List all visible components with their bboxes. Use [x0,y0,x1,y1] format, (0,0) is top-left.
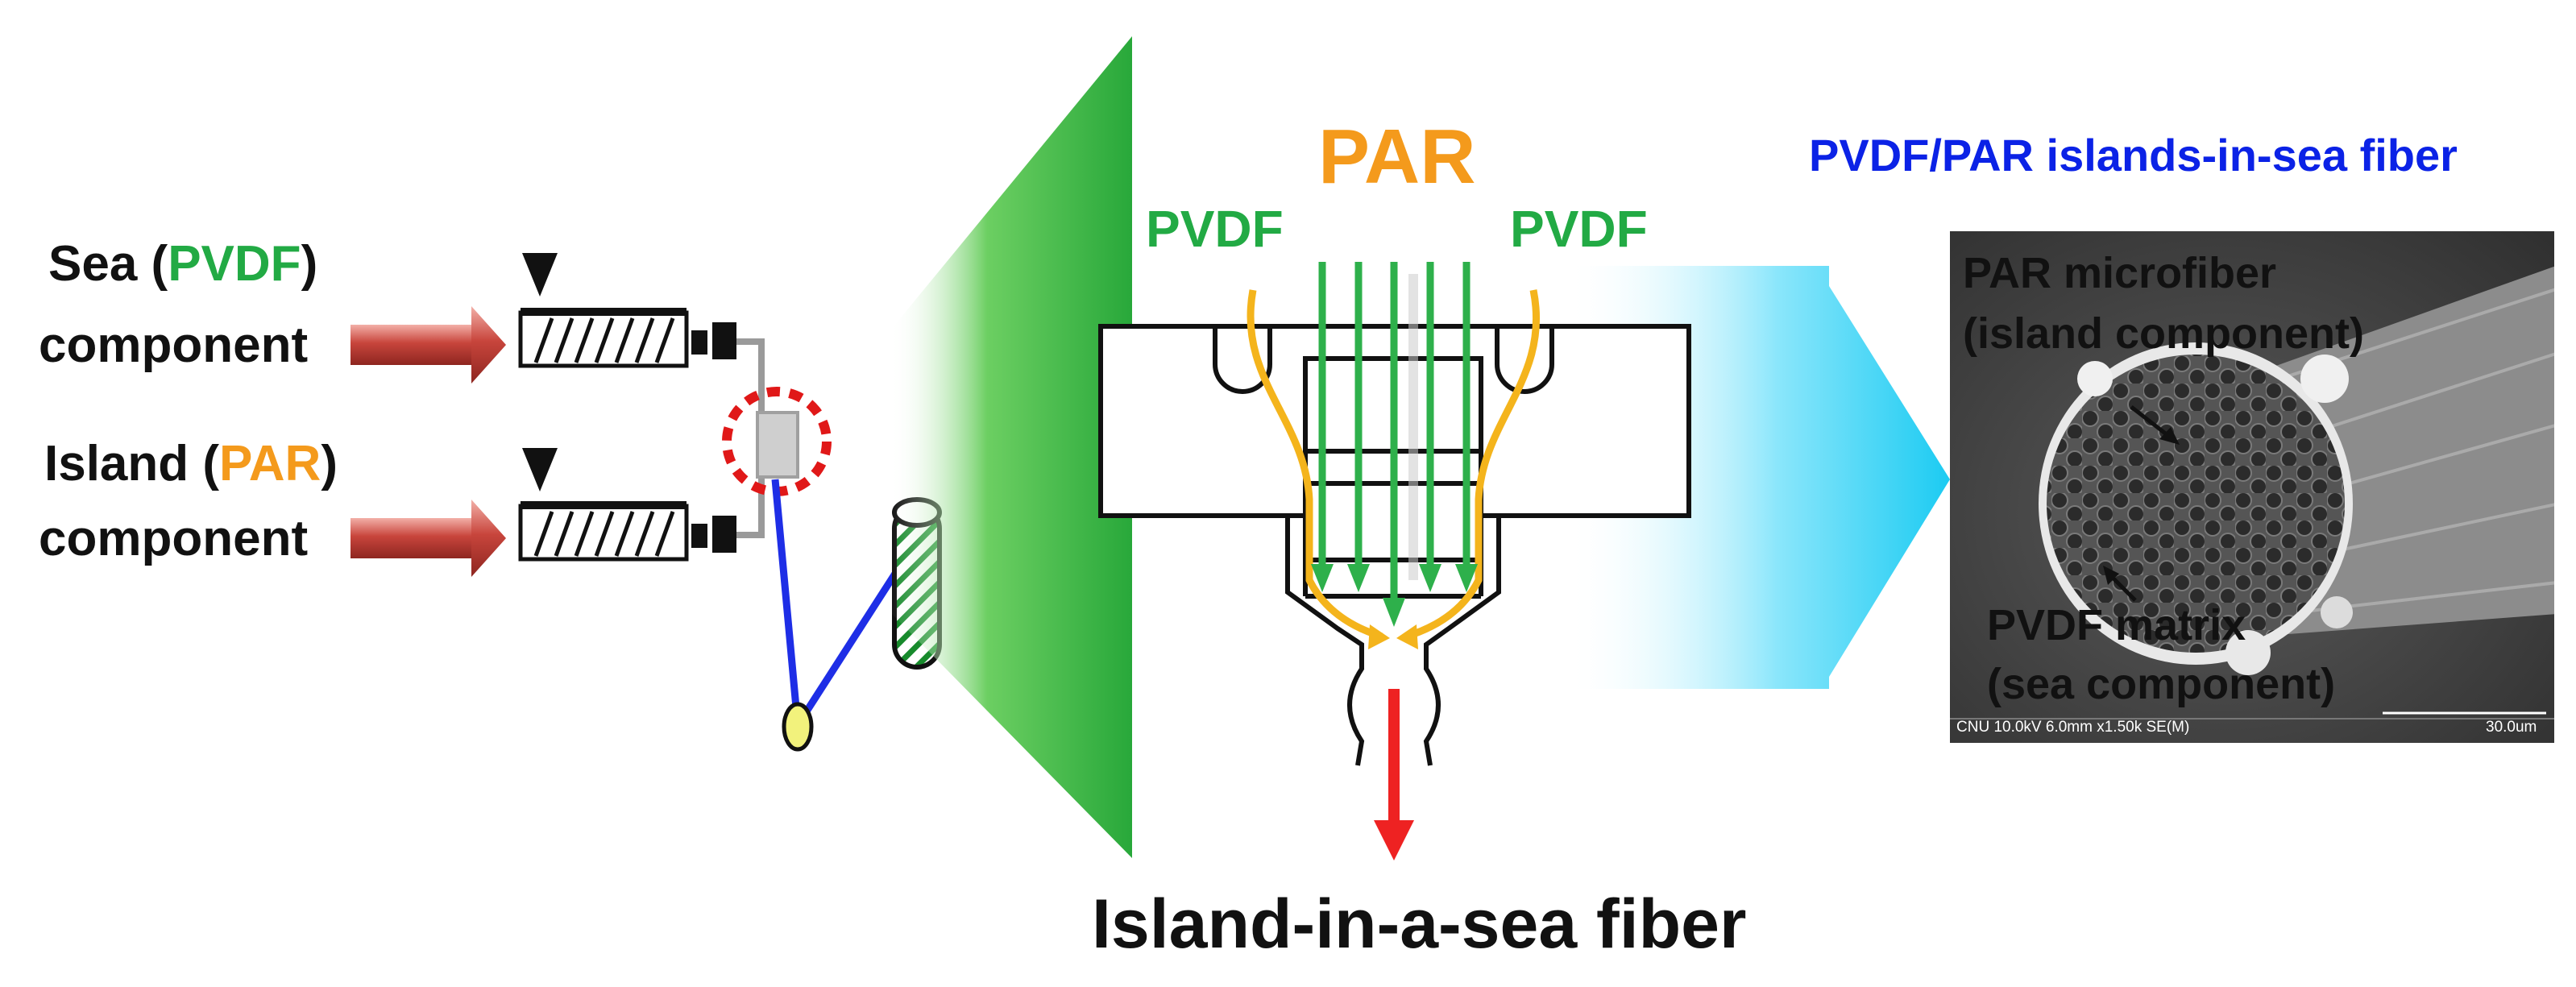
pvdf-flow-label-right: PVDF [1510,200,1648,258]
sem-island-label-line1: PAR microfiber [1963,249,2277,297]
sea-polymer-pvdf: PVDF [168,236,301,292]
extrudate-arrowhead [1374,820,1414,861]
spin-pack [756,411,799,479]
island-word: Island ( [44,436,220,491]
sea-flow-lines [1247,289,1541,641]
sem-scale-info: CNU 10.0kV 6.0mm x1.50k SE(M) [1956,719,2190,736]
sea-word: Sea ( [48,236,168,292]
fiber-path [771,479,910,736]
bottom-caption: Island-in-a-sea fiber [1092,885,1747,963]
feed-arrow-sea [351,306,506,384]
island-close-paren: ) [321,436,338,491]
sem-island-label-line2: (island component) [1963,309,2364,358]
extruder-island [518,448,765,562]
island-flow-arrowheads [1311,564,1478,627]
sea-component-line2: component [39,317,309,373]
guide-roller [782,702,814,752]
island-flow-lines [1318,262,1471,600]
sem-micrograph [1950,231,2554,743]
extruder-sea [518,253,765,415]
island-component-line2: component [39,511,309,566]
island-component-label: Island (PAR) [44,435,338,492]
sem-sea-label-line1: PVDF matrix [1987,601,2246,649]
zoom-cone-green [890,36,1132,858]
sem-title: PVDF/PAR islands-in-sea fiber [1809,130,2458,180]
pvdf-flow-label-left: PVDF [1146,200,1284,258]
sem-sea-label-line2: (sea component) [1987,660,2336,708]
par-flow-label: PAR [1318,114,1476,200]
feed-arrow-island [351,500,506,577]
sea-flow-arrowhead-left [1368,624,1390,649]
sea-close-paren: ) [301,236,318,292]
sea-component-label: Sea (PVDF) [48,235,317,292]
island-polymer-par: PAR [219,436,321,491]
center-highlight [1408,274,1418,580]
sem-scale-bar-label: 30.0um [2486,719,2537,736]
sea-flow-arrowhead-right [1396,624,1418,649]
